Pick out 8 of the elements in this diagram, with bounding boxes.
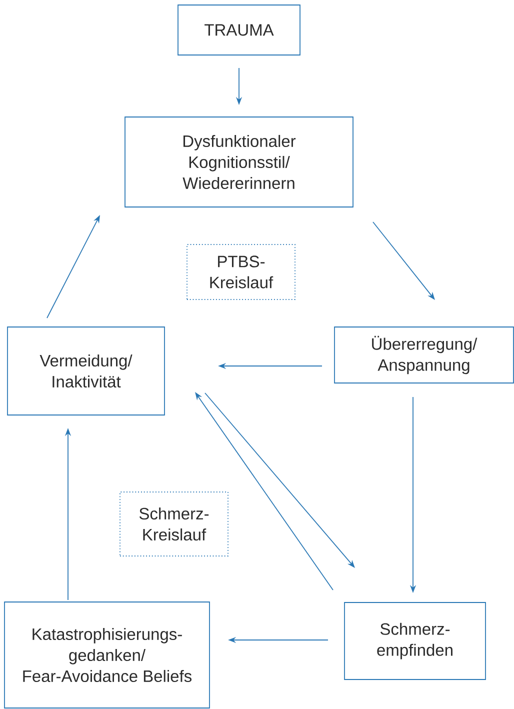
process-box: TRAUMA <box>178 4 300 56</box>
process-box: Übererregung/ Anspannung <box>334 326 514 384</box>
process-box: Schmerz-empfinden <box>344 602 486 680</box>
process-box: Dysfunktionaler Kognitionsstil/ Wiedererinnern <box>124 116 354 208</box>
process-box: Katastrophisierungs-gedanken/ Fear-Avoidance Beliefs <box>4 602 210 708</box>
process-box: Vermeidung/ Inaktivität <box>7 326 165 416</box>
cycle-label-box: PTBS-Kreislauf <box>186 244 296 300</box>
cycle-label-box: Schmerz-Kreislauf <box>120 492 228 556</box>
